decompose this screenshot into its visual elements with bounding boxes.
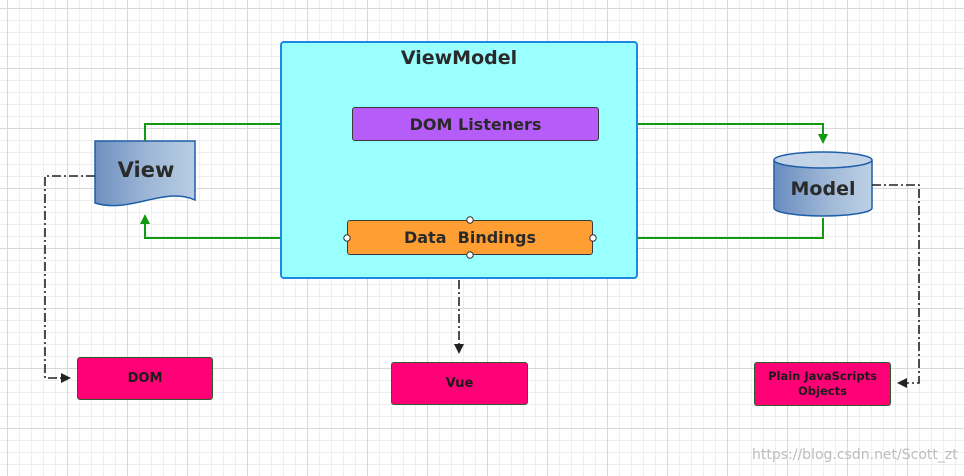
- model-label: Model: [790, 178, 856, 200]
- handle-right: [589, 234, 597, 242]
- view-shape: [94, 140, 196, 207]
- model-shape: [773, 151, 873, 217]
- data-bindings-label: Data Bindings: [403, 228, 537, 247]
- handle-bottom: [466, 251, 474, 259]
- view-label: View: [117, 158, 175, 182]
- vue-box[interactable]: Vue: [391, 362, 528, 405]
- handle-top: [466, 216, 474, 224]
- handle-left: [343, 234, 351, 242]
- plain-js-objects-box[interactable]: Plain JavaScripts Objects: [754, 362, 891, 406]
- dom-label: DOM: [127, 371, 163, 386]
- plain-js-objects-line1: Plain JavaScripts: [768, 369, 877, 383]
- arrow-model-to-plain-objects: [872, 184, 920, 388]
- arrow-data-bindings-to-view: [140, 214, 347, 239]
- dom-listeners-box[interactable]: DOM Listeners: [352, 107, 599, 141]
- dom-box[interactable]: DOM: [77, 357, 213, 400]
- arrow-view-to-dom-listeners: [144, 119, 345, 141]
- dom-listeners-label: DOM Listeners: [409, 114, 542, 134]
- watermark: https://blog.csdn.net/Scott_zt: [752, 447, 958, 463]
- arrow-view-to-dom: [44, 175, 95, 383]
- viewmodel-title: ViewModel: [400, 47, 518, 69]
- vue-label: Vue: [445, 376, 474, 391]
- arrow-dom-listeners-to-model: [599, 123, 828, 144]
- arrow-model-to-data-bindings: [602, 218, 824, 243]
- plain-js-objects-line2: Objects: [798, 384, 847, 398]
